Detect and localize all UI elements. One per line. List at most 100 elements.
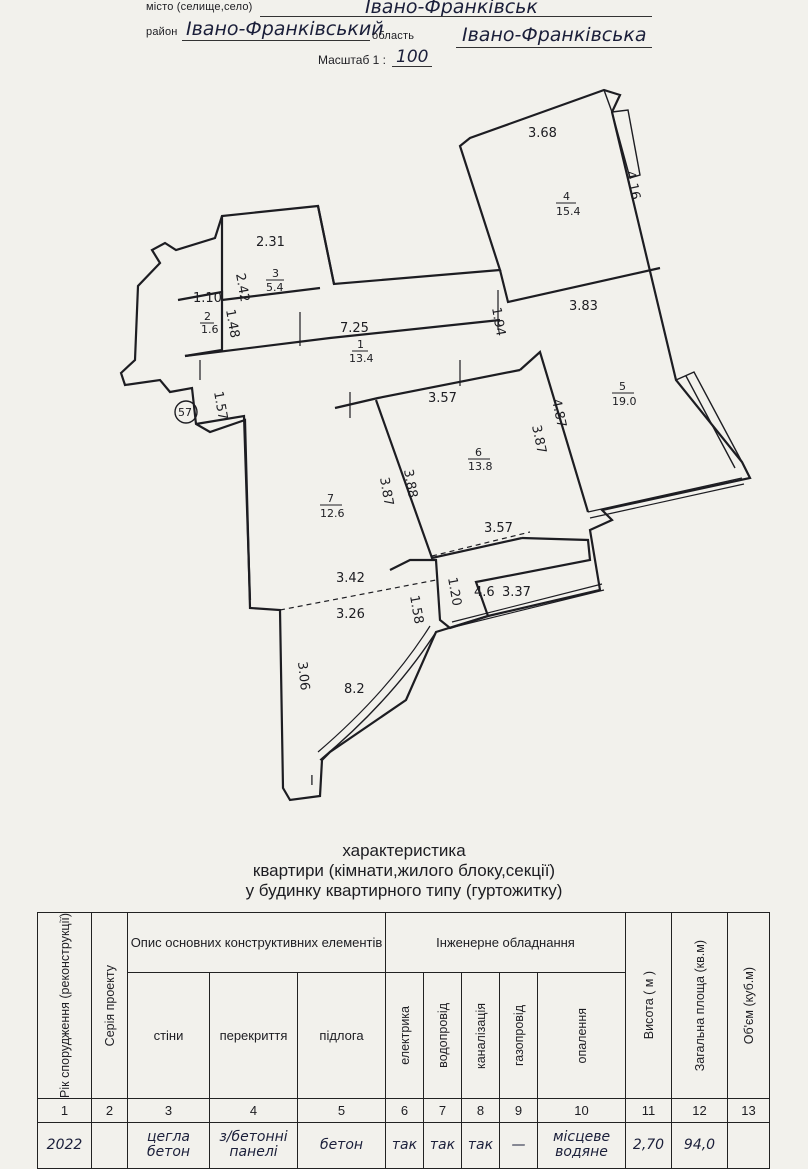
wall-room3-right bbox=[316, 205, 336, 285]
cell-total-area: 94,0 bbox=[671, 1121, 729, 1169]
dim-3-37: 3.37 bbox=[502, 585, 531, 600]
balcony-arc-inner bbox=[317, 625, 431, 753]
balcony-arc bbox=[319, 631, 437, 761]
dim-3-26: 3.26 bbox=[336, 607, 365, 622]
header-total-area: Загальна площа (кв.м) bbox=[671, 912, 729, 1099]
col-num: 6 bbox=[385, 1097, 425, 1123]
header-gas: газопровід bbox=[499, 972, 539, 1099]
wall-room7-right bbox=[374, 399, 523, 560]
room-area-5: 19.0 bbox=[612, 395, 637, 408]
wall-room6-top bbox=[334, 368, 521, 410]
col-num: 7 bbox=[423, 1097, 463, 1123]
balcony-area-2: 8.2 bbox=[344, 682, 365, 697]
col-num: 2 bbox=[91, 1097, 128, 1123]
cell-sewer: так bbox=[461, 1121, 501, 1169]
region-underline bbox=[456, 47, 652, 48]
dimension-labels: 3.68 4.16 2.31 2.42 1.10 1.48 7.25 1.94 … bbox=[193, 126, 643, 691]
district-underline bbox=[182, 40, 370, 41]
col-num: 13 bbox=[727, 1097, 771, 1123]
cell-height: 2,70 bbox=[625, 1121, 673, 1169]
dim-1-94: 1.94 bbox=[488, 306, 508, 337]
header-electric: електрика bbox=[385, 972, 425, 1099]
col-num: 11 bbox=[625, 1097, 673, 1123]
dim-4-87: 4.87 bbox=[548, 398, 569, 429]
room-number-1: 1 bbox=[357, 338, 364, 351]
city-label: місто (селище,село) bbox=[146, 1, 253, 13]
wall-closet bbox=[389, 536, 592, 630]
col-num: 9 bbox=[499, 1097, 539, 1123]
col-num: 5 bbox=[296, 1097, 387, 1123]
cell-gas: — bbox=[499, 1121, 539, 1169]
header-slabs: перекриття bbox=[209, 972, 298, 1099]
col-num: 12 bbox=[671, 1097, 729, 1123]
header-walls: стіни bbox=[127, 972, 210, 1099]
dim-3-57-bottom: 3.57 bbox=[484, 521, 513, 536]
balcony-rail-right bbox=[587, 477, 745, 519]
outer-wall bbox=[119, 88, 752, 802]
region-label: область bbox=[372, 30, 415, 42]
marker-57: 57 bbox=[178, 406, 192, 419]
cell-water: так bbox=[423, 1121, 463, 1169]
district-label: район bbox=[146, 26, 178, 38]
dim-4-16: 4.16 bbox=[622, 170, 643, 201]
room-number-2: 2 bbox=[204, 310, 211, 323]
scale-value: 100 bbox=[396, 47, 429, 67]
header-structure: Опис основних конструктивних елементів bbox=[126, 911, 387, 974]
header-engineering: Інженерне обладнання bbox=[385, 911, 627, 974]
column-number-row: 1 2 3 4 5 6 7 8 9 10 11 12 13 bbox=[37, 1097, 771, 1123]
room-area-2: 1.6 bbox=[201, 323, 219, 336]
room-area-4: 15.4 bbox=[556, 205, 581, 218]
col-num: 3 bbox=[127, 1097, 210, 1123]
col-num: 4 bbox=[209, 1097, 298, 1123]
region-value: Івано-Франківська bbox=[462, 24, 647, 46]
data-row: 2022 цегла бетон з/бетонні панелі бетон … bbox=[37, 1121, 771, 1169]
room-area-1: 13.4 bbox=[349, 352, 374, 365]
wall-room6-right bbox=[519, 350, 590, 513]
dashed-line-upper bbox=[431, 531, 531, 557]
window-upper-right bbox=[603, 89, 641, 179]
room-area-7: 12.6 bbox=[320, 507, 345, 520]
marker-circle bbox=[174, 400, 198, 424]
city-value: Івано-Франківськ bbox=[365, 0, 538, 18]
dim-2-42: 2.42 bbox=[232, 272, 252, 303]
dim-2-31: 2.31 bbox=[256, 235, 285, 250]
header-volume: Об'єм (куб.м) bbox=[727, 912, 771, 1099]
dim-3-87-right: 3.87 bbox=[528, 424, 549, 455]
header-water: водопровід bbox=[423, 972, 463, 1099]
room-number-7: 7 bbox=[327, 492, 334, 505]
characteristics-title-1: характеристика bbox=[342, 841, 466, 860]
dim-1-57: 1.57 bbox=[210, 390, 230, 421]
dim-3-68: 3.68 bbox=[528, 126, 557, 141]
header-sewer: каналізація bbox=[461, 972, 501, 1099]
dim-3-88: 3.88 bbox=[400, 468, 420, 499]
characteristics-title-3: у будинку квартирного типу (гуртожитку) bbox=[245, 881, 563, 900]
room-number-3: 3 bbox=[272, 267, 279, 280]
room-number-4: 4 bbox=[563, 190, 570, 203]
window-lower-right bbox=[675, 371, 743, 469]
wall-entry bbox=[195, 414, 252, 601]
characteristics-title-2: квартири (кімнати,жилого блоку,секції) bbox=[252, 861, 556, 880]
cell-slabs: з/бетонні панелі bbox=[209, 1121, 298, 1169]
dim-1-48: 1.48 bbox=[222, 308, 242, 339]
corner-mark: I bbox=[310, 774, 314, 789]
dim-3-06: 3.06 bbox=[294, 661, 312, 691]
characteristics-table: Рік спорудження (реконструкції) Серія пр… bbox=[37, 911, 771, 1169]
dim-3-42: 3.42 bbox=[336, 571, 365, 586]
col-num: 1 bbox=[37, 1097, 92, 1123]
balcony-area-1: 4.6 bbox=[474, 585, 495, 600]
cell-floor: бетон bbox=[296, 1121, 387, 1169]
wall-room4-bottom bbox=[498, 266, 661, 304]
scale-label: Масштаб 1 : bbox=[318, 53, 387, 67]
cell-volume bbox=[727, 1121, 771, 1169]
dim-3-57-top: 3.57 bbox=[428, 391, 457, 406]
room-labels: 1 13.4 2 1.6 3 5.4 4 15.4 5 19.0 6 13.8 … bbox=[200, 190, 637, 697]
dim-3-83: 3.83 bbox=[569, 299, 598, 314]
cell-year: 2022 bbox=[37, 1121, 92, 1169]
room-number-5: 5 bbox=[619, 380, 626, 393]
col-num: 8 bbox=[461, 1097, 501, 1123]
cell-walls: цегла бетон bbox=[127, 1121, 210, 1169]
dim-1-10: 1.10 bbox=[193, 291, 222, 306]
district-value: Івано-Франківський bbox=[186, 18, 384, 40]
room-area-3: 5.4 bbox=[266, 281, 284, 294]
